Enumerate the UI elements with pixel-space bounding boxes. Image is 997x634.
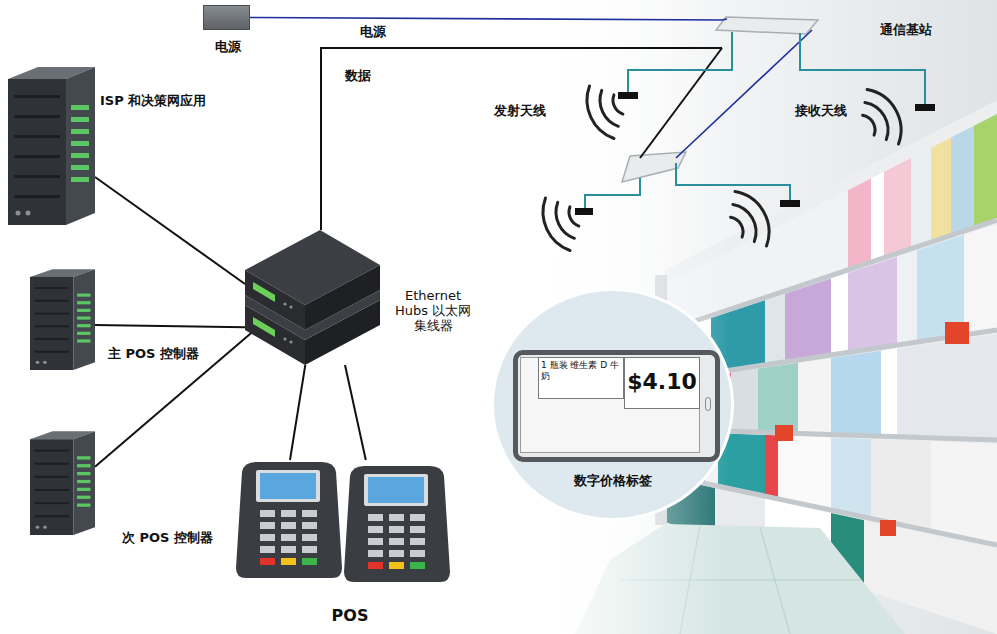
tag-button [705, 397, 711, 411]
node-label: 主 POS 控制器 [108, 346, 199, 362]
ethernet-hub: Ethernet Hubs 以太网集线器 [245, 230, 382, 365]
pos-terminal-group: POS [232, 460, 455, 582]
edge-label: 电源 [358, 24, 388, 40]
server-tower [30, 268, 95, 370]
pos-terminals [232, 460, 455, 582]
signal-waves [543, 86, 901, 251]
node-label: ISP 和决策网应用 [100, 93, 206, 109]
antenna-label: 发射天线 [492, 103, 548, 119]
price-tag: 1 瓶装 维生素 D 牛奶$4.10 [513, 350, 720, 462]
hub-stack [245, 230, 382, 365]
server-tower [8, 65, 95, 225]
power-wire [676, 30, 812, 158]
sale-tags [775, 322, 969, 536]
server: ISP 和决策网应用 [8, 65, 95, 225]
server-tower [30, 430, 95, 535]
antennas [575, 92, 935, 215]
node-label: 电源 [199, 39, 256, 55]
node-label: POS [320, 608, 380, 624]
data-wire [640, 48, 722, 158]
ceiling-panel [716, 17, 818, 34]
connector-line [250, 18, 722, 21]
power-wire [722, 19, 727, 20]
edge-label: 数据 [343, 68, 373, 84]
node-label: 1 瓶装 维生素 D 牛奶 [541, 360, 621, 382]
node-label: 通信基站 [880, 22, 932, 38]
node-label: 次 POS 控制器 [122, 530, 213, 546]
node-label: Ethernet Hubs 以太网集线器 [390, 288, 476, 333]
connector-line [345, 365, 366, 460]
antenna-wires [585, 32, 925, 208]
connector-line [95, 177, 245, 284]
price-tag-callout: 数字价格标签 1 瓶装 维生素 D 牛奶$4.10 [490, 287, 735, 522]
base-station: 通信基站 [722, 14, 942, 54]
antenna-label: 接收天线 [793, 103, 849, 119]
power-source: 电源 [203, 5, 250, 30]
connector-line [321, 48, 722, 230]
connector-line [95, 333, 252, 467]
node-label: $4.10 [624, 369, 700, 395]
server: 次 POS 控制器 [30, 430, 95, 535]
node-label: 数字价格标签 [555, 473, 670, 489]
server: 主 POS 控制器 [30, 268, 95, 370]
connector-line [290, 365, 305, 460]
connector-line [95, 325, 245, 327]
